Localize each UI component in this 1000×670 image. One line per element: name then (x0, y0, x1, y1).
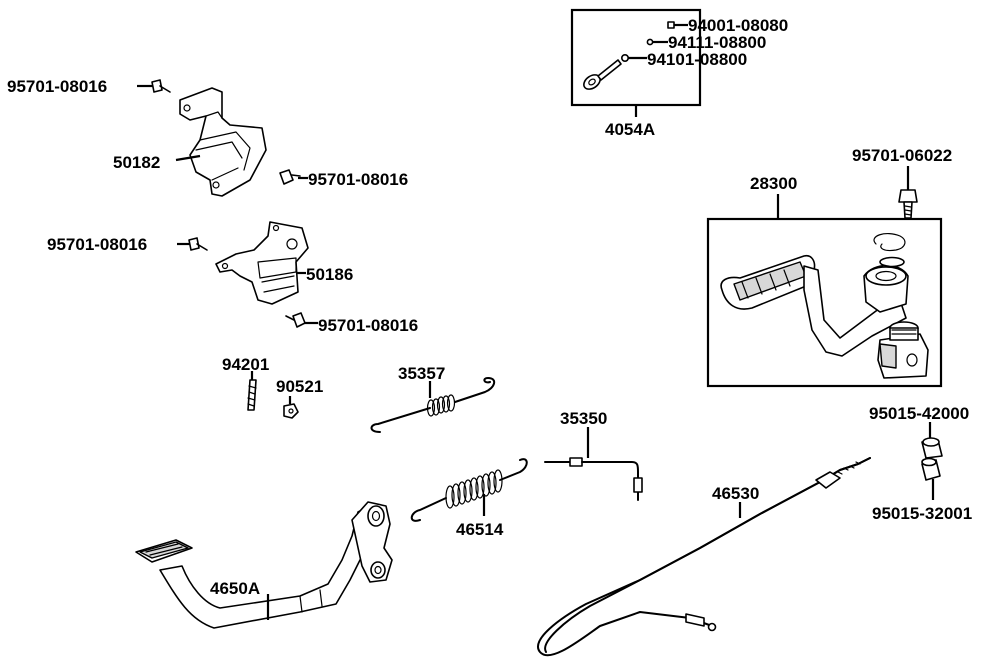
kick-lever-28300: 28300 (706, 174, 943, 388)
label-94111-08800: 94111-08800 (668, 33, 766, 52)
label-46530: 46530 (712, 484, 759, 503)
label-94101-08800: 94101-08800 (647, 50, 747, 69)
screw-95701-d: 95701-08016 (285, 312, 418, 335)
label-50182: 50182 (113, 153, 160, 172)
label-95701-08016-a: 95701-08016 (7, 77, 107, 96)
bolt-95701-06022: 95701-06022 (852, 146, 952, 219)
bracket-50182: 50182 (113, 87, 267, 197)
label-95701-06022: 95701-06022 (852, 146, 952, 165)
spring-46514: 46514 (410, 458, 528, 539)
label-4650A: 4650A (210, 579, 260, 598)
washer-part-94111 (646, 38, 654, 46)
fitting-95015-42000: 95015-42000 (869, 404, 969, 459)
screw-95701-c: 95701-08016 (47, 235, 208, 254)
nut-90521: 90521 (276, 377, 323, 419)
screw-95701-a: 95701-08016 (7, 77, 171, 96)
bracket-50186: 50186 (215, 221, 353, 305)
label-94001-08080: 94001-08080 (688, 16, 788, 35)
fitting-95015-32001: 95015-32001 (872, 457, 972, 523)
kit-4054A: 94001-08080 94111-08800 94101-08800 4054… (570, 8, 788, 139)
label-94201: 94201 (222, 355, 269, 374)
label-4054A: 4054A (605, 120, 655, 139)
kit-28300-frame (706, 217, 943, 388)
label-95701-08016-b: 95701-08016 (308, 170, 408, 189)
nut-part-94001 (667, 21, 675, 29)
screw-95701-b: 95701-08016 (279, 169, 408, 189)
label-95015-32001: 95015-32001 (872, 504, 972, 523)
label-90521: 90521 (276, 377, 323, 396)
label-35350: 35350 (560, 409, 607, 428)
spring-35357: 35357 (370, 364, 496, 433)
label-95701-08016-c: 95701-08016 (47, 235, 147, 254)
washer-part-94101 (620, 53, 629, 62)
label-35357: 35357 (398, 364, 445, 383)
pin-94201: 94201 (222, 355, 269, 411)
label-95015-42000: 95015-42000 (869, 404, 969, 423)
cable-46530: 46530 (537, 457, 871, 657)
label-95701-08016-d: 95701-08016 (318, 316, 418, 335)
label-50186: 50186 (306, 265, 353, 284)
eye-bolt-part (583, 59, 622, 90)
rod-35350: 35350 (544, 409, 643, 501)
label-46514: 46514 (456, 520, 504, 539)
brake-pedal-4650A: 4650A (135, 501, 393, 629)
label-28300: 28300 (750, 174, 797, 193)
